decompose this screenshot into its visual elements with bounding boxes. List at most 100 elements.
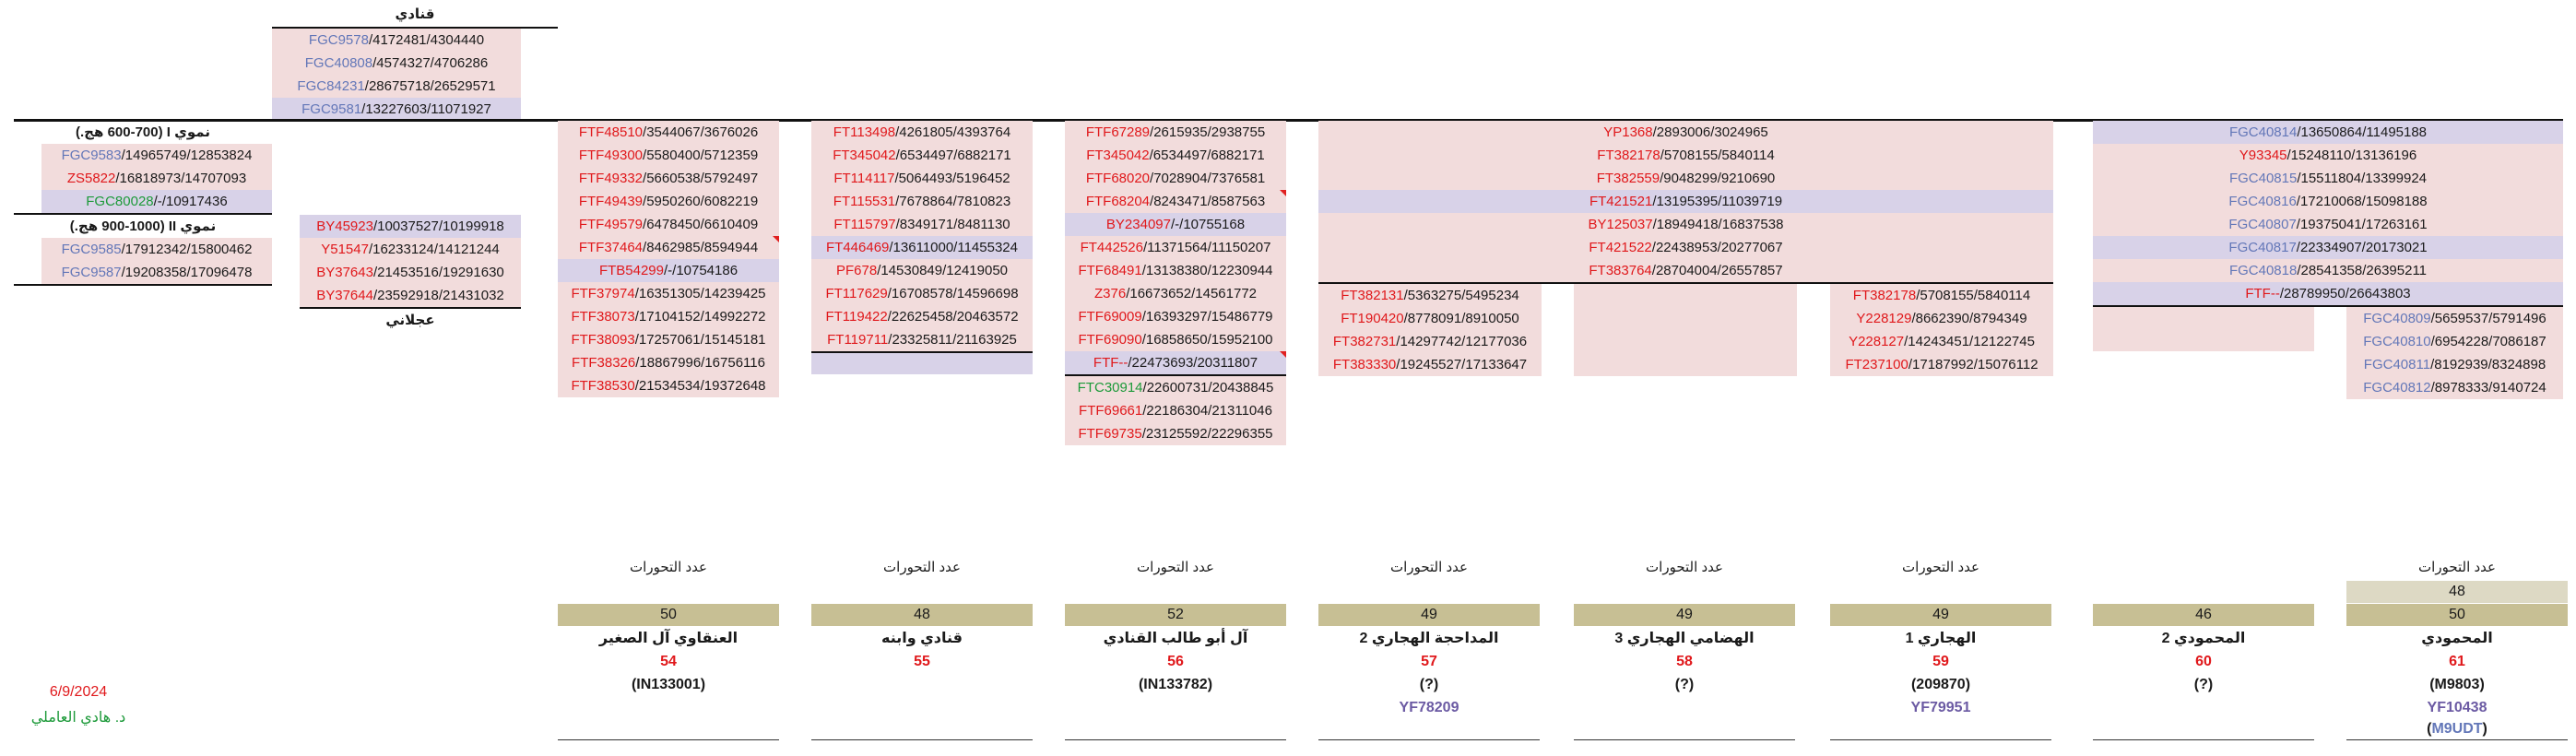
haplogroup-row: FGC40807/19375041/17263161 [2093,213,2563,236]
snp-code: FTF-- [2245,286,2280,301]
snp-code: PF678 [835,263,878,278]
haplogroup-row: Y228129/8662390/8794349 [1830,307,2053,330]
haplogroup-row: FTF69735/23125592/22296355 [1065,422,1286,445]
snp-code: FT115797 [833,217,896,232]
mutation-count-box: 52 [1065,604,1286,626]
qanadi-row: FGC9581/13227603/11071927 [272,98,521,121]
snp-positions: /19245527/17133647 [1396,357,1528,372]
snp-positions: /5660538/5792497 [643,171,759,186]
summary-bottom-line [558,739,779,740]
snp-positions: /2893006/3024965 [1652,124,1768,140]
col2-empty-row [811,353,1033,374]
snp-positions: /8778091/8910050 [1403,311,1519,326]
nomoi2-row: FGC9585/17912342/15800462 [41,238,272,261]
snp-code: FGC40815 [2228,171,2298,186]
snp-positions: /-/10755168 [1171,217,1246,232]
snp-positions: /28541358/26395211 [2297,263,2428,278]
snp-positions: /16351305/14239425 [634,286,766,301]
snp-positions: /22473693/20311807 [1128,355,1258,371]
lineage-number: 56 [1167,654,1184,669]
haplogroup-row: FGC40811/8192939/8324898 [2346,353,2563,376]
haplogroup-row: FTF68020/7028904/7376581 [1065,167,1286,190]
kit-id: (?) [2193,677,2214,692]
snp-positions: /22438953/20277067 [1651,240,1783,255]
snp-positions: /7028904/7376581 [1150,171,1266,186]
haplogroup-row: FT345042/6534497/6882171 [811,144,1033,167]
haplogroup-row: FTF49439/5950260/6082219 [558,190,779,213]
haplogroup-row: FT119422/22625458/20463572 [811,305,1033,328]
lineage-name: قنادي وابنه [880,631,963,646]
haplogroup-row: FTF49579/6478450/6610409 [558,213,779,236]
snp-positions: /22625458/20463572 [887,309,1019,325]
summary-bottom-line [1574,739,1795,740]
haplogroup-row: FT383330/19245527/17133647 [1318,353,1542,376]
mutation-count-box: 48 [811,604,1033,626]
col7-underline [2093,305,2563,307]
haplogroup-row: FTF38093/17257061/15145181 [558,328,779,351]
haplogroup-row: FT119711/23325811/21163925 [811,328,1033,351]
haplogroup-row: FTF--/28789950/26643803 [2093,282,2563,305]
haplogroup-row: FT382559/9048299/9210690 [1318,167,2053,190]
nomoi2-bottomline [14,284,272,286]
snp-positions: /6534497/6882171 [1149,148,1265,163]
top-right-underline [1318,282,2053,284]
snp-code: FT115531 [833,194,896,209]
lineage-name: المحمودي [2421,631,2493,646]
snp-code: FT119711 [827,332,889,348]
snp-positions: /13611000/11455324 [889,240,1018,255]
snp-code: FTF68491 [1078,263,1142,278]
haplogroup-row: FGC40812/8978333/9140724 [2346,376,2563,399]
mutation-count-box: 49 [1574,604,1795,626]
snp-code: FTF67289 [1085,124,1151,140]
snp-code: BY234097 [1105,217,1171,232]
snp-code: FGC40810 [2363,334,2431,349]
snp-positions: /13650864/11495188 [2297,124,2428,140]
snp-positions: /15511804/13399924 [2297,171,2428,186]
snp-positions: /16393297/15486779 [1141,309,1273,325]
mutation-count-label: عدد التحورات [2418,560,2496,575]
haplogroup-row: FT190420/8778091/8910050 [1318,307,1542,330]
mutation-count-box: 49 [1830,604,2051,626]
haplogroup-row: FT382131/5363275/5495234 [1318,284,1542,307]
snp-code: Y228127 [1849,334,1905,349]
snp-positions: /28704004/26557857 [1651,263,1783,278]
snp-code: FT113498 [833,124,896,140]
haplogroup-row: FTF38326/18867996/16756116 [558,351,779,374]
snp-positions: /17187992/15076112 [1908,357,2038,372]
snp-code: FGC40816 [2228,194,2297,209]
snp-positions: /7678864/7810823 [895,194,1011,209]
haplogroup-row: FTF37464/8462985/8594944 [558,236,779,259]
reference-snp: YF78209 [1399,700,1459,715]
snp-code: FGC40818 [2228,263,2298,278]
snp-code: FT190420 [1341,311,1404,326]
haplogroup-row: FTF48510/3544067/3676026 [558,121,779,144]
snp-code: FT421522 [1589,240,1652,255]
lineage-number: 55 [914,654,930,669]
snp-positions: /11371564/11150207 [1142,240,1271,255]
snp-positions: /22186304/21311046 [1142,403,1272,419]
snp-code: FTB54299 [598,263,664,278]
snp-code: FTF38093 [571,332,635,348]
snp-code: FTF37464 [578,240,644,255]
ajlani-row: Y51547/16233124/14121244 [300,238,521,261]
snp-code: FT382131 [1341,288,1404,303]
snp-positions: /4261805/4393764 [895,124,1011,140]
snp-code: FT382178 [1852,288,1917,303]
snp-positions: /15248110/13136196 [2286,148,2417,163]
summary-bottom-line [1830,739,2051,740]
haplogroup-row: FT115797/8349171/8481130 [811,213,1033,236]
haplogroup-row: FGC40816/17210068/15098188 [2093,190,2563,213]
lineage-name: المحمودي 2 [2161,631,2246,646]
snp-code: Z376 [1093,286,1127,301]
snp-positions: /6478450/6610409 [643,217,759,232]
snp-positions: /5580400/5712359 [643,148,759,163]
snp-positions: /8462985/8594944 [643,240,759,255]
nomoi2-topline [14,213,272,215]
snp-code: FT237100 [1845,357,1908,372]
haplogroup-row: FTF68491/13138380/12230944 [1065,259,1286,282]
haplogroup-row: FTF38073/17104152/14992272 [558,305,779,328]
haplogroup-row: Z376/16673652/14561772 [1065,282,1286,305]
mutation-count-box: 49 [1318,604,1540,626]
snp-positions: /28789950/26643803 [2279,286,2411,301]
snp-positions: /23325811/21163925 [888,332,1017,348]
